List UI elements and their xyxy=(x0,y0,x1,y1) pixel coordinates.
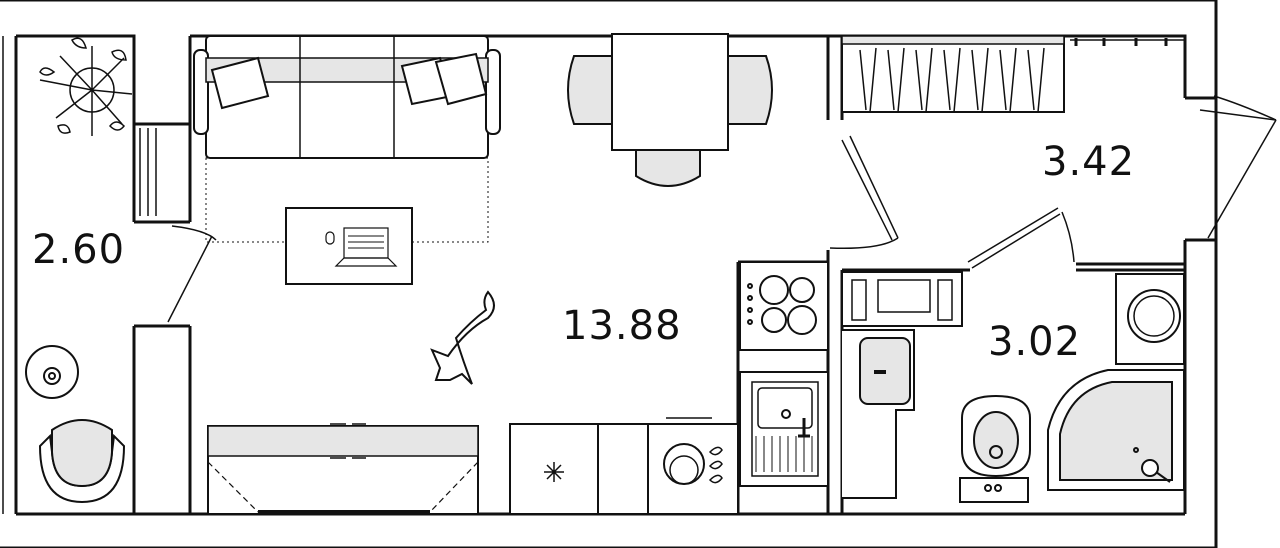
balcony-glazing xyxy=(2,36,157,514)
bathroom-door xyxy=(967,207,1075,269)
bathroom-cabinet xyxy=(841,271,963,327)
washbasin-icon xyxy=(842,329,915,499)
room-area-main-room: 13.88 xyxy=(562,303,682,349)
washing-machine-icon xyxy=(663,443,723,485)
bed-icon xyxy=(207,423,479,515)
snowflake-icon xyxy=(544,462,564,482)
plant-icon xyxy=(39,37,133,136)
room-area-storage: 3.42 xyxy=(1042,139,1136,185)
tv-icon xyxy=(285,207,413,285)
toilet-icon xyxy=(959,394,1031,503)
stove-icon xyxy=(739,261,829,351)
room-area-balcony: 2.60 xyxy=(32,227,126,273)
storage-door xyxy=(829,95,1277,250)
sofa-icon xyxy=(193,35,501,159)
room-area-bathroom: 3.02 xyxy=(988,319,1082,365)
washing-machine-bath-icon xyxy=(1115,273,1185,365)
dining-table-icon xyxy=(567,33,773,187)
kitchen-cabinets xyxy=(509,417,739,515)
shower-icon xyxy=(1047,369,1185,491)
balcony-door xyxy=(167,225,217,323)
sink-icon xyxy=(739,371,829,487)
armchair-icon xyxy=(38,419,126,504)
wardrobe-icon xyxy=(841,35,1184,113)
cat-icon xyxy=(430,290,495,385)
stool-icon xyxy=(25,345,79,399)
